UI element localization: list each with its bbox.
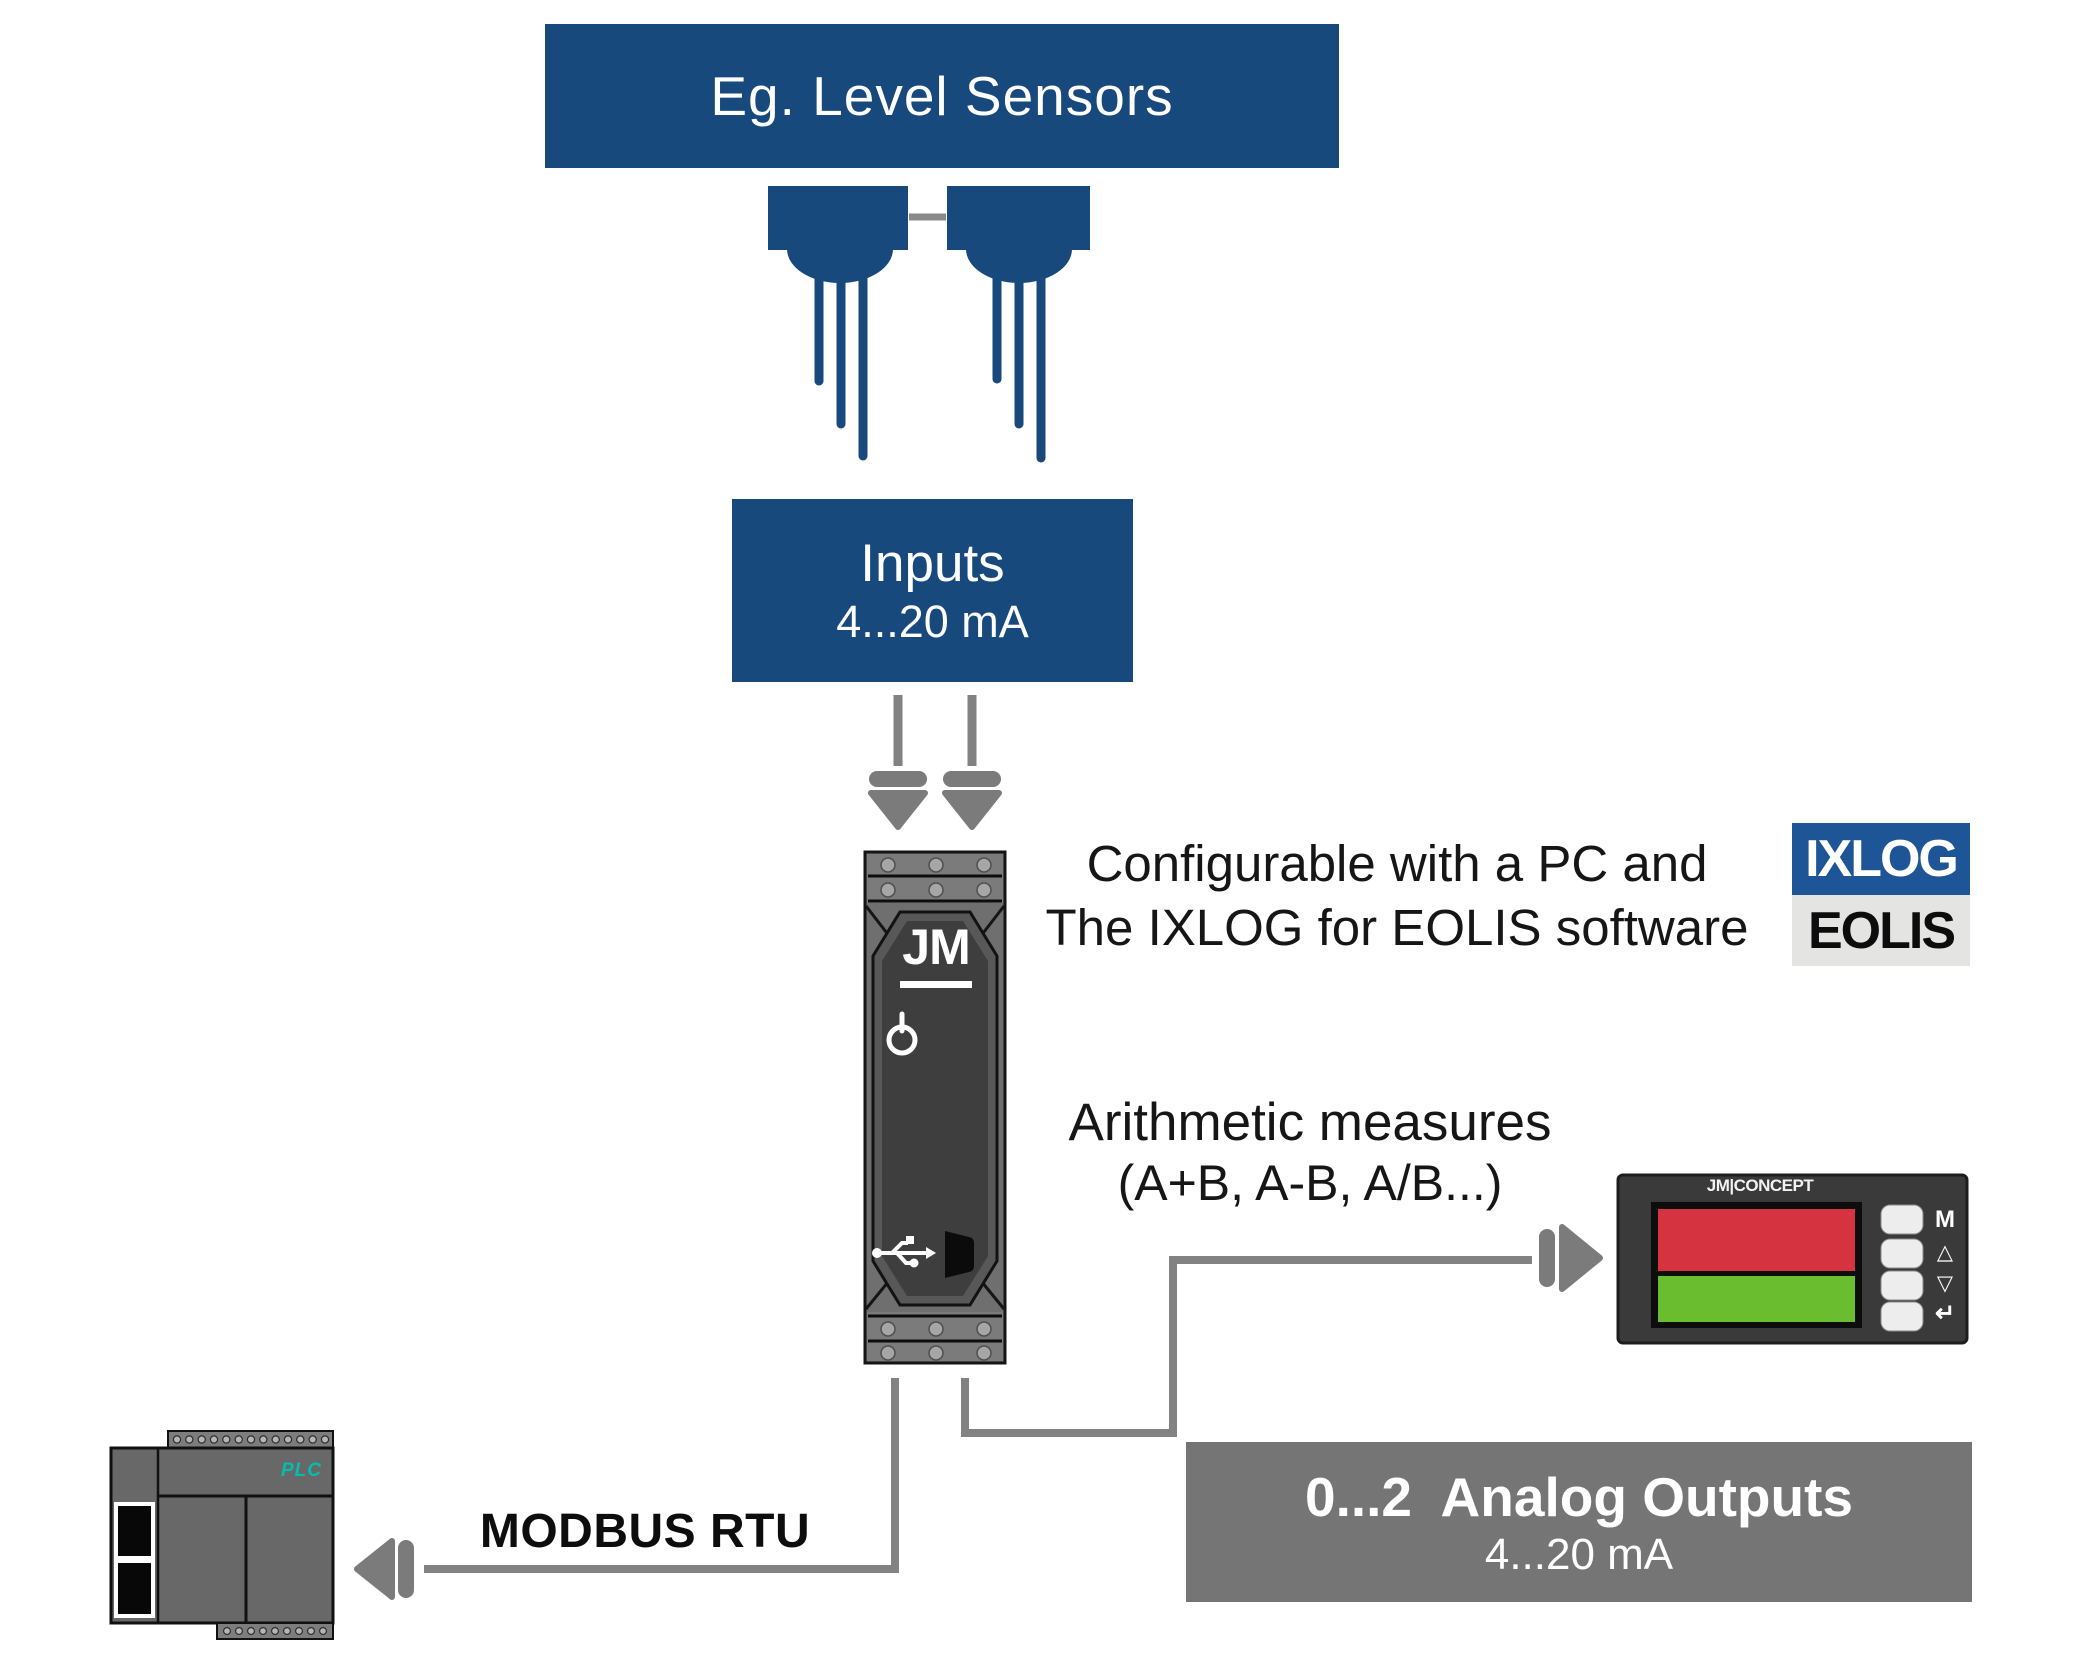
plc-device xyxy=(109,1430,335,1640)
input-arrow-right-icon xyxy=(942,695,1002,830)
display-down-symbol: ▽ xyxy=(1936,1272,1954,1295)
input-arrow-left-icon xyxy=(868,695,928,830)
terminal-screws-top xyxy=(880,857,992,898)
level-sensors-banner: Eg. Level Sensors xyxy=(545,24,1339,168)
display-enter-symbol: ↵ xyxy=(1934,1300,1956,1327)
ixlog-logo-text: IXLOG xyxy=(1792,823,1970,895)
configuration-note-line1: Configurable with a PC and xyxy=(1086,835,1708,892)
plc-port-bottom xyxy=(114,1559,155,1618)
inputs-range: 4...20 mA xyxy=(836,596,1029,647)
usb-icon xyxy=(872,1236,936,1268)
display-menu-symbol: M xyxy=(1935,1206,1955,1233)
analog-outputs-range: 4...20 mA xyxy=(1484,1529,1674,1579)
configuration-note: Configurable with a PC and The IXLOG for… xyxy=(1012,832,1782,960)
modbus-rtu-label: MODBUS RTU xyxy=(479,1505,811,1558)
display-buttons xyxy=(1880,1204,1924,1332)
arithmetic-note-line1: Arithmetic measures xyxy=(1068,1093,1552,1152)
arithmetic-note-line2: (A+B, A-B, A/B...) xyxy=(1117,1155,1503,1211)
ixlog-eolis-logo: IXLOG EOLIS xyxy=(1792,823,1970,966)
arithmetic-note: Arithmetic measures (A+B, A-B, A/B...) xyxy=(1030,1092,1590,1214)
display-screen-green-zone xyxy=(1658,1276,1855,1322)
level-sensor-right-icon xyxy=(947,186,1090,463)
usb-port xyxy=(945,1231,974,1278)
level-sensor-left-icon xyxy=(768,186,908,461)
modbus-wire xyxy=(424,1378,899,1573)
analog-outputs-title: 0...2 Analog Outputs xyxy=(1305,1465,1853,1528)
analog-output-wire xyxy=(961,1256,1532,1437)
module-brand-logo: JM xyxy=(893,918,979,988)
display-brand-label: JM|CONCEPT xyxy=(1706,1176,1814,1195)
converter-module xyxy=(863,850,1007,1365)
display-up-symbol: △ xyxy=(1936,1241,1954,1264)
terminal-screws-bottom xyxy=(880,1321,992,1361)
modbus-arrow-icon xyxy=(354,1538,414,1600)
inputs-title: Inputs xyxy=(860,534,1005,593)
inputs-box: Inputs 4...20 mA xyxy=(732,499,1133,682)
plc-label: PLC xyxy=(281,1460,322,1481)
power-icon xyxy=(886,1011,918,1056)
eolis-logo-text: EOLIS xyxy=(1792,895,1970,966)
display-screen-red-zone xyxy=(1658,1209,1855,1271)
analog-arrow-icon xyxy=(1539,1224,1603,1292)
plc-port-top xyxy=(114,1502,155,1560)
configuration-note-line2: The IXLOG for EOLIS software xyxy=(1045,899,1749,956)
analog-outputs-box: 0...2 Analog Outputs 4...20 mA xyxy=(1186,1442,1972,1602)
panel-display-device xyxy=(1616,1173,1969,1345)
level-sensors-banner-label: Eg. Level Sensors xyxy=(710,65,1174,127)
